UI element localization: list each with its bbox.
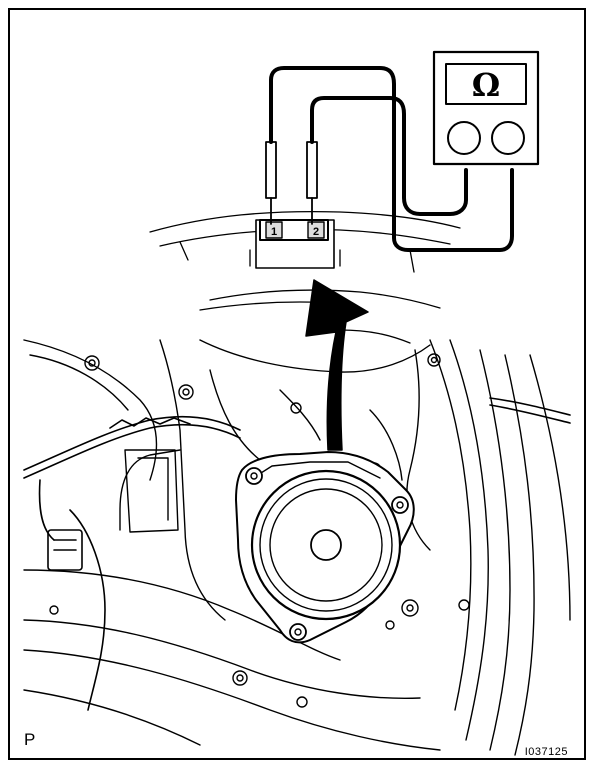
speaker-connector — [255, 219, 335, 269]
corner-letter: P — [24, 730, 36, 749]
figure-reference-code: I037125 — [524, 746, 568, 758]
door-panel — [23, 339, 571, 756]
harness-connector — [47, 529, 83, 571]
tester-leads — [269, 66, 514, 252]
speaker-unit — [235, 451, 415, 644]
removal-arrow — [305, 279, 369, 451]
connector-pin-2: 2 — [313, 226, 319, 238]
speaker-inspection-illustration: Ω 1 2 — [23, 50, 571, 756]
connector-pin-1: 1 — [271, 226, 277, 238]
ohm-symbol: Ω — [472, 66, 500, 104]
ohmmeter — [432, 50, 540, 166]
diagram-frame: Ω 1 2 P I037125 — [8, 8, 586, 760]
wire-harness — [23, 397, 571, 711]
